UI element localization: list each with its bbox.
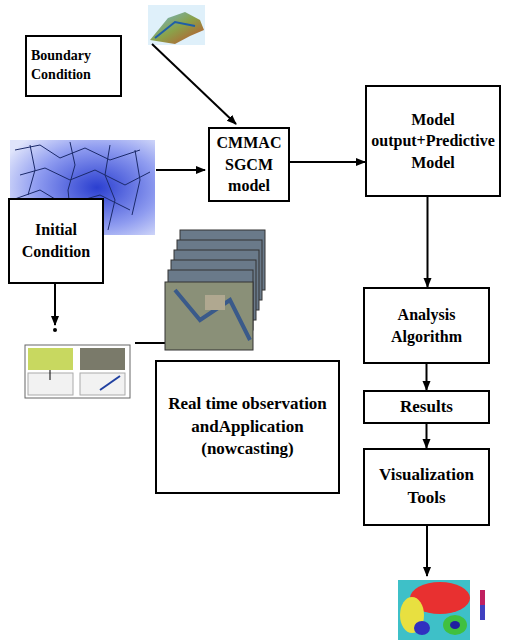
process-box: Real time observation andApplication (no… [155, 360, 340, 494]
process-box: Results [363, 390, 490, 424]
box-label: Results [400, 396, 453, 419]
box-label: CMMAC SGCM model [214, 132, 284, 197]
satellite-image-stack [165, 230, 265, 350]
box-label: Real time observation andApplication (no… [161, 393, 334, 462]
dot [53, 328, 57, 332]
process-box: Analysis Algorithm [363, 287, 490, 364]
result-map [398, 580, 485, 640]
flow-arrow [426, 364, 428, 390]
input-arrow [156, 169, 205, 171]
box-label: Initial Condition [14, 219, 98, 262]
box-label: Model output+Predictive Model [371, 109, 495, 174]
process-box: CMMAC SGCM model [208, 127, 290, 202]
process-box: Boundary Condition [25, 35, 122, 97]
flow-arrow [426, 424, 428, 448]
box-label: Analysis Algorithm [369, 304, 484, 347]
flow-arrow [427, 197, 429, 287]
box-label: Visualization Tools [369, 464, 484, 510]
flow-arrow [426, 526, 428, 576]
flow-arrow [54, 284, 56, 325]
process-box: Initial Condition [8, 198, 104, 284]
flow-arrow [290, 161, 365, 163]
process-box: Visualization Tools [363, 448, 490, 526]
process-box: Model output+Predictive Model [365, 85, 501, 197]
input-arrow [152, 44, 236, 124]
box-label: Boundary Condition [31, 47, 116, 85]
observation-images [25, 345, 130, 398]
terrain-image [148, 5, 205, 45]
